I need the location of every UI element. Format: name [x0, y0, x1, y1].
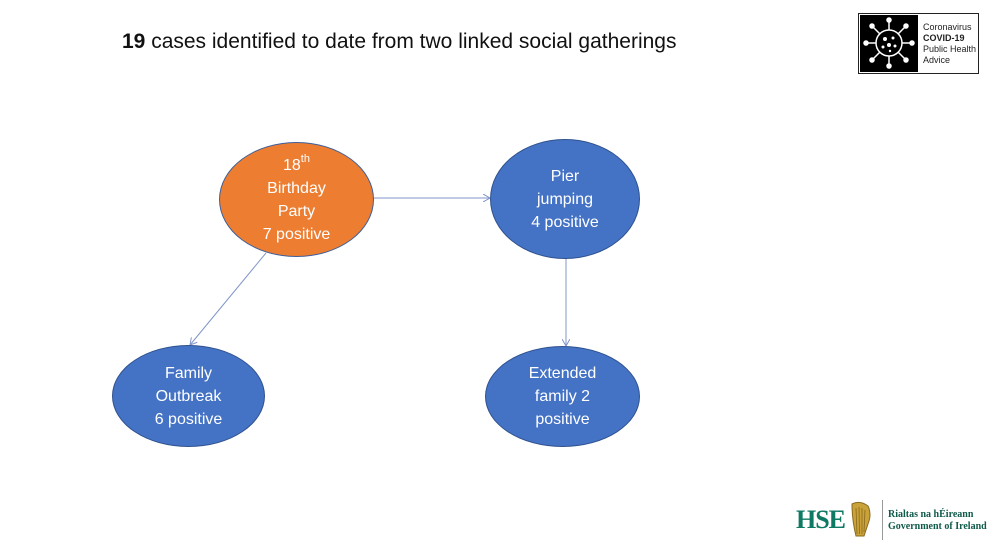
title-text: cases identified to date from two linked…	[151, 30, 677, 53]
node-extended-line-1: Extended	[528, 365, 597, 382]
node-birthday-suffix: th	[300, 152, 310, 165]
virus-icon	[860, 15, 918, 72]
node-extended-family: Extended family 2 positive	[485, 346, 640, 447]
node-family-outbreak: Family Outbreak 6 positive	[112, 345, 265, 447]
node-pier-line-1: Pier	[550, 167, 580, 185]
badge-line-4: Advice	[923, 55, 951, 65]
node-birthday-line-3: Party	[277, 202, 316, 220]
badge-line-1: Coronavirus	[923, 22, 972, 32]
page-title: 19 cases identified to date from two lin…	[122, 30, 677, 54]
node-family-line-1: Family	[164, 364, 213, 382]
node-pier-jumping: Pier jumping 4 positive	[490, 139, 640, 259]
gov-line-english: Government of Ireland	[888, 521, 987, 532]
node-extended-line-2: family 2	[534, 388, 591, 405]
badge-text: Coronavirus COVID-19 Public Health Advic…	[923, 22, 976, 66]
node-family-count: 6 positive	[154, 410, 223, 428]
node-birthday-party: 18th Birthday Party 7 positive	[219, 142, 374, 257]
node-extended-line-3: positive	[535, 411, 590, 428]
node-pier-line-2: jumping	[536, 190, 594, 208]
covid-advice-badge: Coronavirus COVID-19 Public Health Advic…	[858, 13, 979, 74]
case-count: 19	[122, 30, 146, 53]
node-pier-count: 4 positive	[531, 213, 599, 231]
gov-line-irish: Rialtas na hÉireann	[888, 509, 974, 520]
hse-logo: HSE	[796, 505, 846, 534]
node-birthday-line-1: 18	[283, 156, 301, 174]
node-family-line-2: Outbreak	[155, 387, 222, 405]
footer-divider	[882, 500, 883, 540]
government-of-ireland-logo: Rialtas na hÉireann Government of Irelan…	[888, 509, 987, 533]
node-birthday-count: 7 positive	[262, 225, 331, 243]
badge-line-3: Public Health	[923, 44, 977, 54]
node-birthday-line-2: Birthday	[267, 179, 326, 197]
badge-line-2: COVID-19	[923, 33, 965, 43]
harp-emblem-icon	[846, 500, 876, 545]
edge-birthday-to-family	[190, 252, 267, 345]
